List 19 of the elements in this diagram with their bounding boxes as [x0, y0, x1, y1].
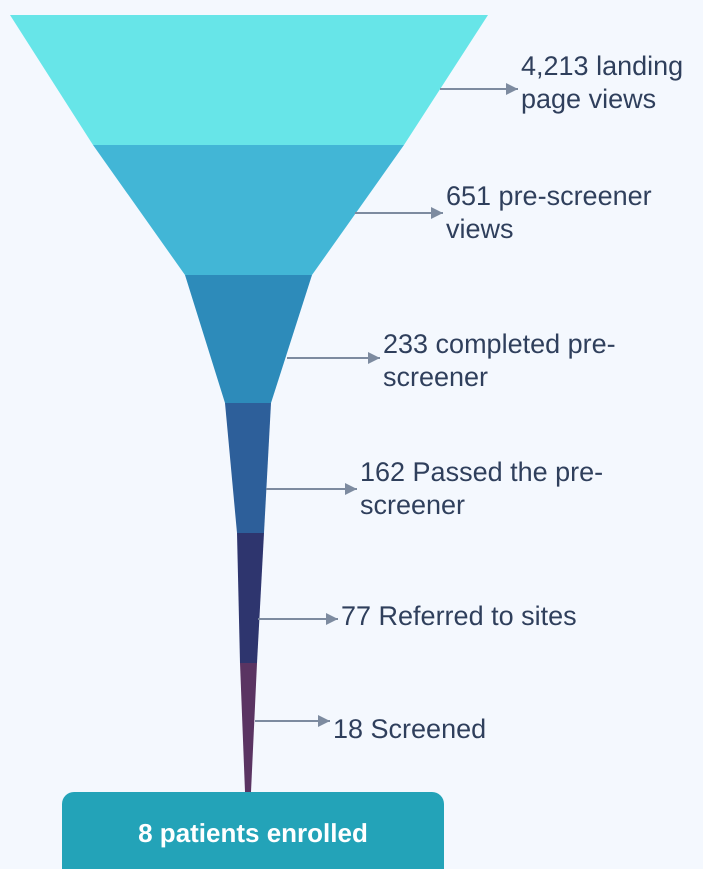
stage-label: 651 pre-screener views — [446, 180, 696, 246]
funnel-segment — [10, 15, 488, 145]
stage-label: 77 Referred to sites — [341, 600, 661, 633]
stage-label: 233 completed pre-screener — [383, 328, 683, 394]
arrow — [258, 613, 338, 625]
arrow — [355, 207, 443, 219]
arrow — [440, 83, 518, 95]
funnel-segment — [185, 275, 312, 403]
stage-label: 18 Screened — [333, 713, 633, 746]
result-box: 8 patients enrolled — [62, 792, 444, 869]
stage-label: 4,213 landing page views — [521, 50, 703, 116]
funnel-segment — [93, 145, 404, 275]
arrow — [266, 483, 357, 495]
stage-label: 162 Passed the pre-screener — [360, 456, 660, 522]
funnel-segment — [237, 533, 264, 663]
funnel-segment — [240, 663, 257, 792]
arrow — [287, 352, 380, 364]
funnel-segment — [225, 403, 271, 533]
arrow — [255, 715, 330, 727]
